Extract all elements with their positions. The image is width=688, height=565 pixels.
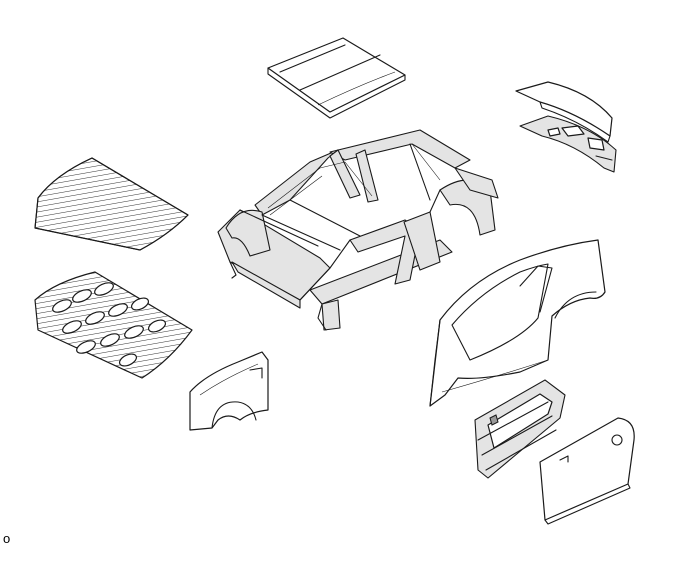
body-shell [217, 129, 499, 331]
hood-inner [34, 271, 193, 379]
quarter-panel [429, 239, 606, 407]
trunk-lid [515, 81, 613, 143]
hood [34, 157, 189, 251]
door [539, 417, 635, 525]
roof-panel [267, 37, 406, 119]
figure-code: o [3, 531, 11, 546]
trunk-lid-inner [519, 115, 617, 173]
door-inner [474, 379, 566, 479]
front-fender [189, 351, 269, 431]
